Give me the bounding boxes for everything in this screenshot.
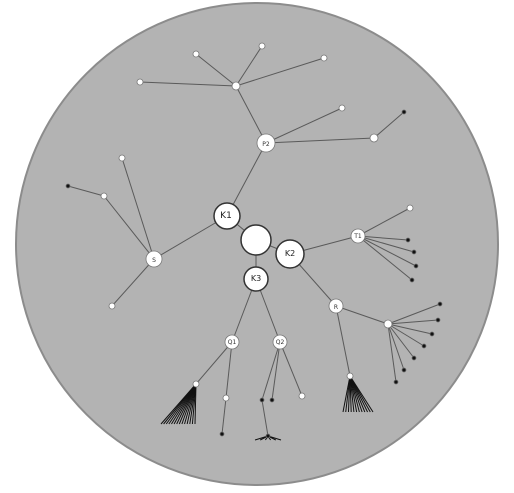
tree-edge xyxy=(357,207,411,237)
tree-edge xyxy=(261,399,269,437)
tree-edge xyxy=(357,235,413,281)
tree-node[interactable] xyxy=(393,379,399,385)
tree-node[interactable] xyxy=(346,372,354,380)
tree-edge xyxy=(195,53,237,87)
tree-node[interactable] xyxy=(409,277,415,283)
node-label-q1: Q1 xyxy=(228,339,237,346)
tree-node-r[interactable] xyxy=(328,298,344,314)
tree-edge xyxy=(279,341,303,397)
tree-node[interactable] xyxy=(100,192,108,200)
tree-node-q1[interactable] xyxy=(224,334,240,350)
tree-edge xyxy=(195,341,233,385)
tree-node[interactable] xyxy=(435,317,441,323)
focus-node-labels: K1 K2 K3 P2 S T1 R Q1 Q2 xyxy=(152,141,362,346)
tree-edge xyxy=(357,235,415,253)
tree-edge xyxy=(271,341,281,401)
tree-edge xyxy=(261,341,281,401)
tree-node[interactable] xyxy=(118,154,126,162)
tree-node[interactable] xyxy=(136,78,144,86)
tree-edge xyxy=(67,185,105,197)
tree-node[interactable] xyxy=(265,433,271,439)
tree-edge xyxy=(235,85,267,144)
tree-edge xyxy=(121,157,155,260)
tree-node-q2[interactable] xyxy=(272,334,288,350)
tree-node[interactable] xyxy=(269,397,275,403)
tree-node[interactable] xyxy=(108,302,116,310)
tree-edge xyxy=(226,142,267,217)
tree-node[interactable] xyxy=(231,81,241,91)
tree-edge xyxy=(357,235,417,267)
tree-edge xyxy=(103,195,155,260)
tree-node[interactable] xyxy=(222,394,230,402)
tree-node[interactable] xyxy=(320,54,328,62)
node-label-k2: K2 xyxy=(285,249,295,258)
tree-node[interactable] xyxy=(401,109,407,115)
tree-edge xyxy=(265,107,343,144)
tree-node[interactable] xyxy=(259,397,265,403)
tree-node[interactable] xyxy=(421,343,427,349)
tree-edge xyxy=(235,45,263,87)
tree-edge xyxy=(235,57,325,87)
tree-edge xyxy=(139,81,237,87)
tree-node[interactable] xyxy=(298,392,306,400)
tree-node-t1[interactable] xyxy=(350,228,366,244)
node-label-r: R xyxy=(334,304,338,311)
node-label-s: S xyxy=(152,257,156,264)
tree-node-root[interactable] xyxy=(240,224,272,256)
tree-node-p2[interactable] xyxy=(256,133,276,153)
tree-edge xyxy=(221,397,227,435)
tree-node-k3[interactable] xyxy=(243,266,269,292)
tree-edge xyxy=(387,323,433,335)
tree-edge xyxy=(335,305,351,377)
tree-edge xyxy=(357,235,409,241)
tree-node[interactable] xyxy=(411,355,417,361)
tree-edge xyxy=(387,323,425,347)
node-label-k1: K1 xyxy=(220,211,232,221)
tree-node[interactable] xyxy=(401,367,407,373)
tree-node[interactable] xyxy=(383,319,393,329)
tree-edge xyxy=(373,111,405,139)
tree-edge xyxy=(111,258,155,307)
node-label-k3: K3 xyxy=(251,274,261,283)
tree-node-k2[interactable] xyxy=(275,239,305,269)
tree-edge xyxy=(387,323,397,383)
tree-edge xyxy=(265,137,375,144)
tree-node[interactable] xyxy=(405,237,411,243)
tree-node[interactable] xyxy=(406,204,414,212)
tree-node-k1[interactable] xyxy=(213,202,241,230)
tree-node[interactable] xyxy=(411,249,417,255)
tree-node[interactable] xyxy=(429,331,435,337)
tree-node[interactable] xyxy=(65,183,71,189)
tree-edge xyxy=(225,341,233,399)
tree-edge xyxy=(335,305,389,325)
tree-node[interactable] xyxy=(219,431,225,437)
tree-node[interactable] xyxy=(192,380,200,388)
tree-node[interactable] xyxy=(338,104,346,112)
tree-node[interactable] xyxy=(413,263,419,269)
tree-nodes[interactable] xyxy=(65,42,443,439)
tree-edge xyxy=(387,319,439,325)
tree-edge xyxy=(153,215,228,260)
tree-edge xyxy=(387,303,441,325)
tree-node[interactable] xyxy=(437,301,443,307)
tree-node[interactable] xyxy=(258,42,266,50)
tree-node[interactable] xyxy=(192,50,200,58)
node-label-t1: T1 xyxy=(353,233,362,240)
tree-node-s[interactable] xyxy=(145,250,163,268)
fan-edge xyxy=(194,383,197,425)
fan-edge xyxy=(349,375,374,413)
tree-node[interactable] xyxy=(369,133,379,143)
node-label-p2: P2 xyxy=(262,141,270,148)
tree-edge xyxy=(387,323,405,371)
node-label-q2: Q2 xyxy=(276,339,285,346)
tree-edge xyxy=(387,323,415,359)
